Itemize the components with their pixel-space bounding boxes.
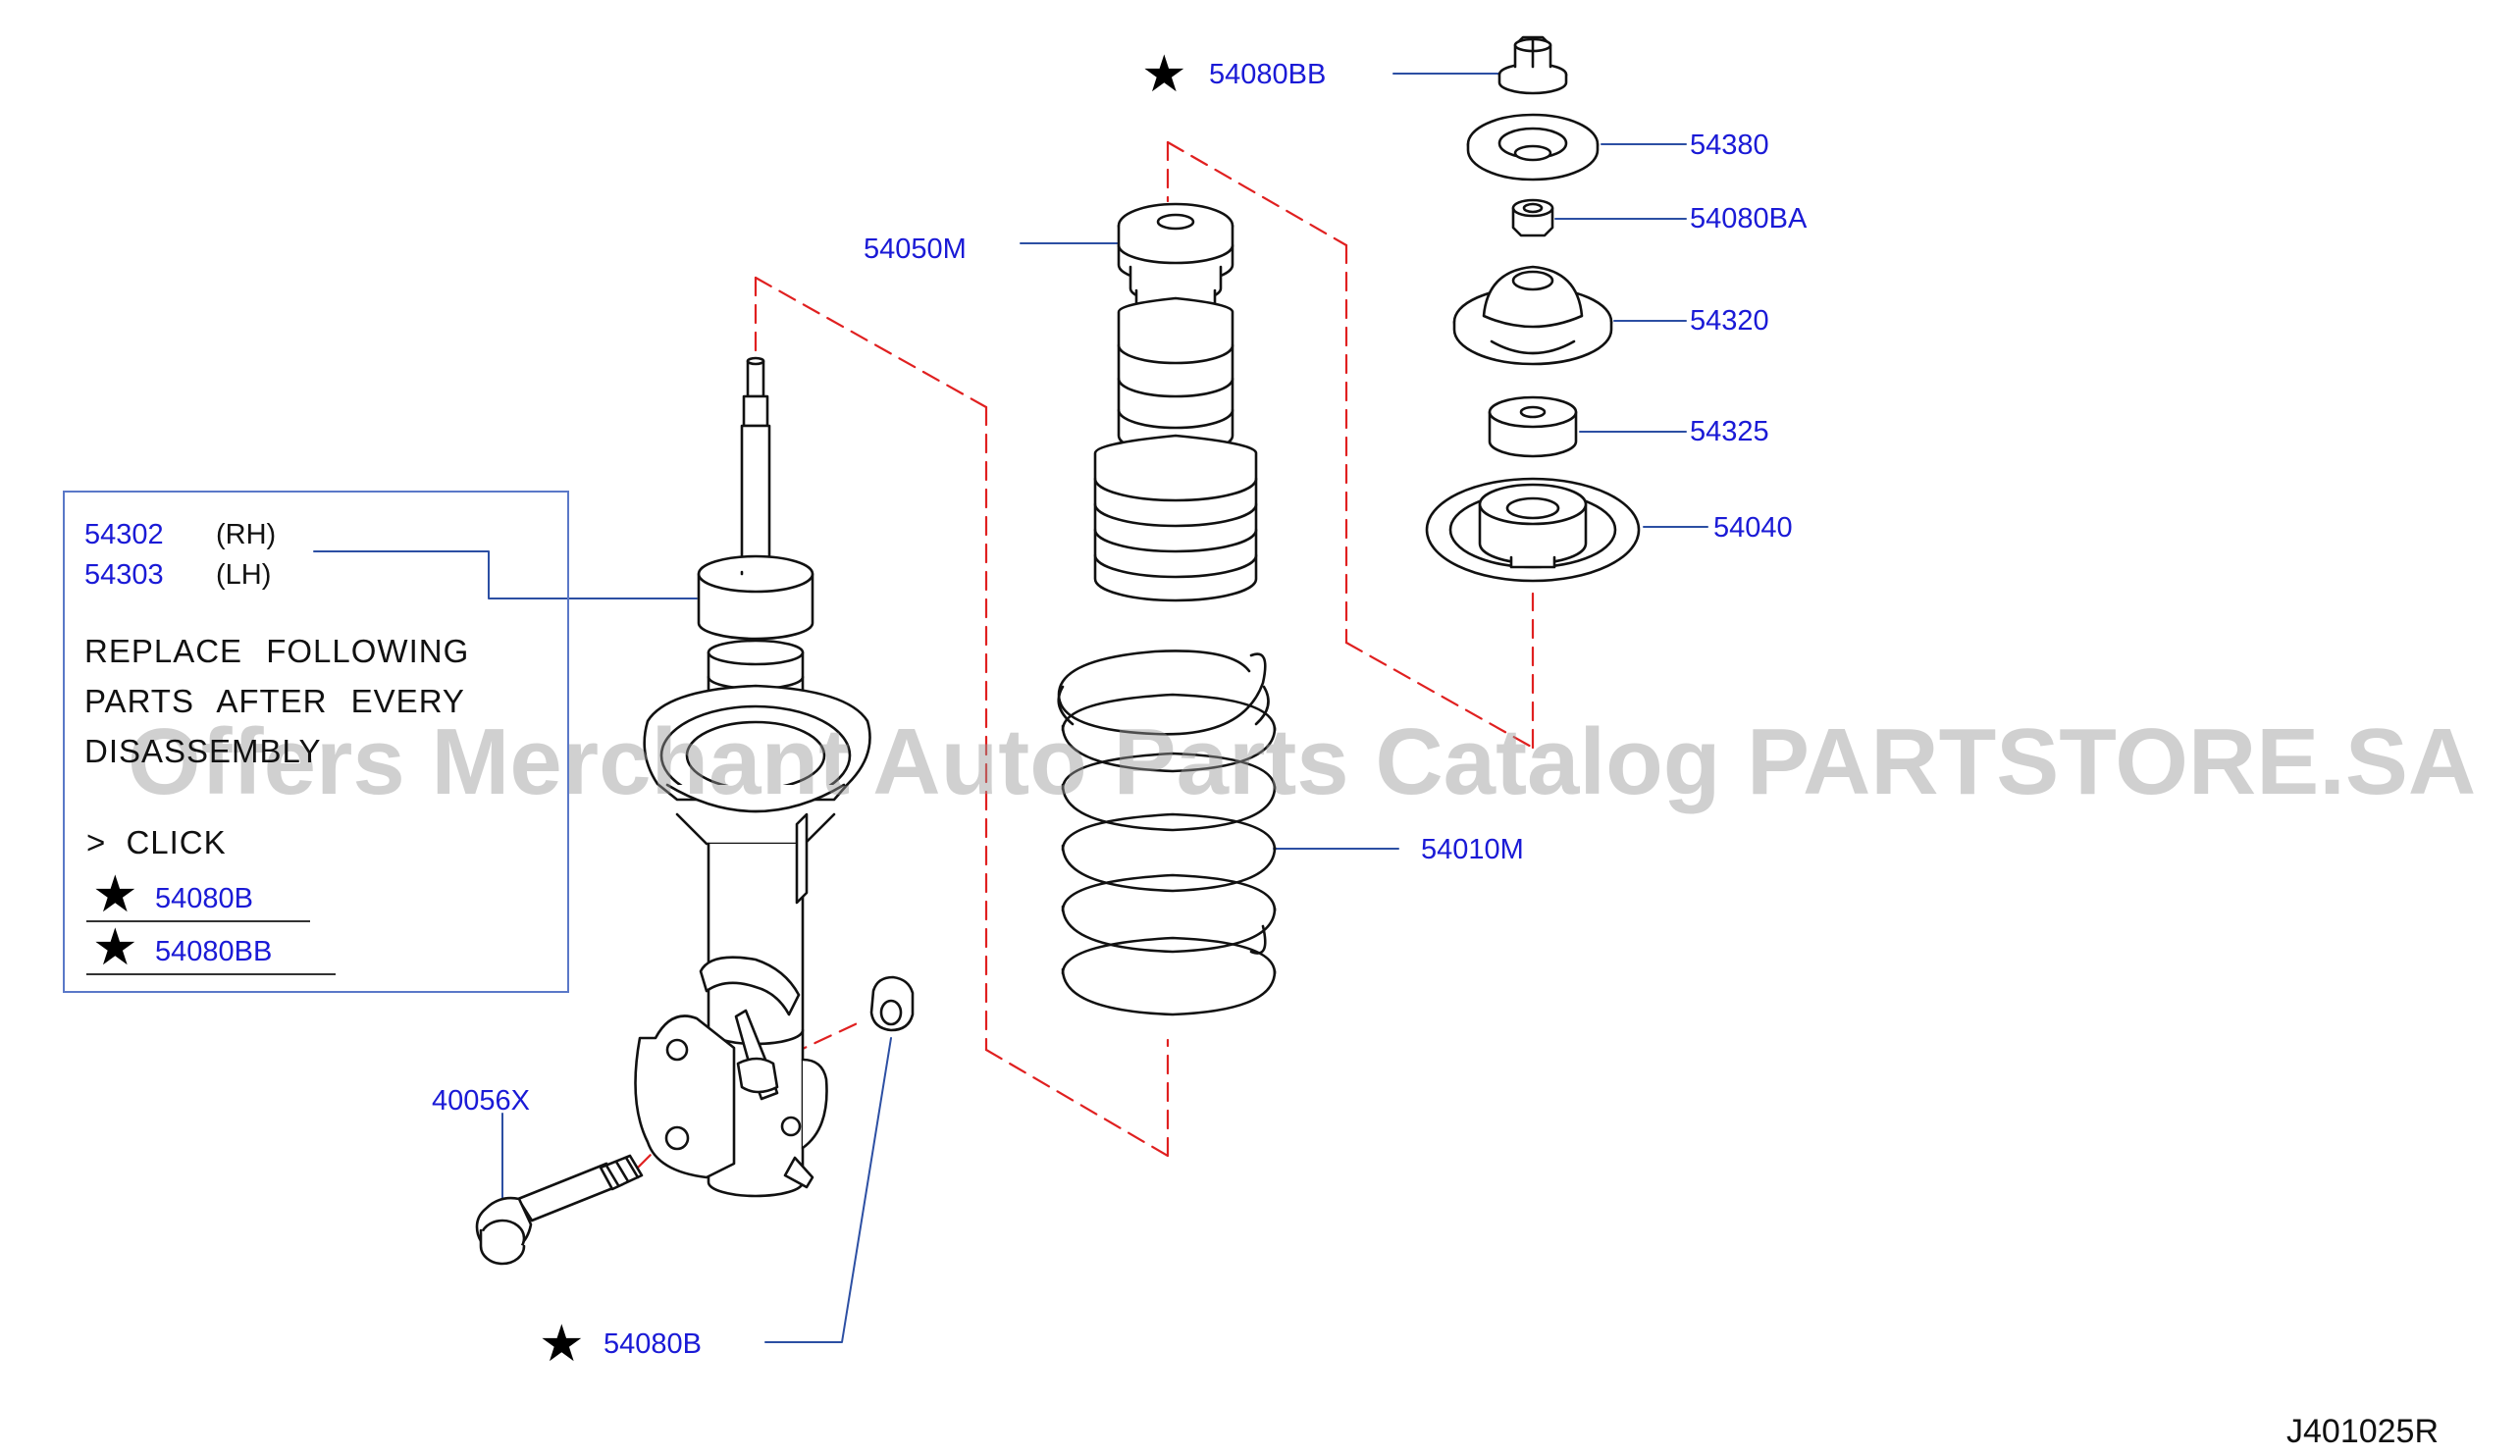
bolt-40056x (475, 1154, 644, 1266)
callout-54050m[interactable]: 54050M (864, 234, 967, 265)
callout-54320[interactable]: 54320 (1690, 305, 1769, 337)
info-box (63, 491, 569, 993)
flange-nut-bottom (869, 975, 915, 1032)
info-part-rh-link[interactable]: 54302 (84, 519, 164, 550)
strut-assembly (634, 356, 871, 1198)
info-note-line1: REPLACE FOLLOWING (84, 633, 470, 669)
info-part-rh-side: (RH) (216, 519, 277, 550)
assembly-guide-lines (636, 140, 1535, 1170)
info-part-lh-side: (LH) (216, 559, 272, 591)
callout-40056x[interactable]: 40056X (432, 1085, 530, 1117)
nut-54080ba (1511, 198, 1554, 237)
star-icon: ★ (92, 918, 138, 977)
info-link2-underline (86, 973, 336, 975)
callout-54080ba[interactable]: 54080BA (1690, 203, 1808, 234)
callout-54380[interactable]: 54380 (1690, 130, 1769, 161)
diagram-reference-code: J401025R (2286, 1413, 2440, 1450)
callout-54325[interactable]: 54325 (1690, 416, 1769, 447)
star-icon: ★ (539, 1315, 585, 1374)
callout-54080b-bottom[interactable]: 54080B (604, 1328, 702, 1360)
coil-spring-54010m (1057, 650, 1277, 1016)
callout-54040[interactable]: 54040 (1713, 512, 1793, 544)
callout-54010m[interactable]: 54010M (1421, 834, 1524, 865)
leader-lines (313, 73, 1708, 1343)
info-link-54080b[interactable]: 54080B (155, 883, 253, 914)
info-part-lh-link[interactable]: 54303 (84, 559, 164, 591)
bound-bumper-54325 (1488, 395, 1578, 458)
star-icon: ★ (1141, 45, 1187, 104)
flange-nut-top (1497, 35, 1568, 95)
spring-seat-54040 (1425, 477, 1641, 583)
info-click-label: > CLICK (86, 824, 227, 860)
mount-insulator-54320 (1452, 265, 1613, 366)
info-note-line2: PARTS AFTER EVERY (84, 683, 465, 719)
bump-stopper-54050m (1093, 202, 1258, 602)
info-note-line3: DISASSEMBLY (84, 733, 322, 769)
info-link-54080bb[interactable]: 54080BB (155, 936, 273, 967)
callout-54080bb-top[interactable]: 54080BB (1209, 59, 1327, 90)
washer-54380 (1466, 113, 1600, 182)
info-link1-underline (86, 920, 310, 922)
star-icon: ★ (92, 865, 138, 924)
